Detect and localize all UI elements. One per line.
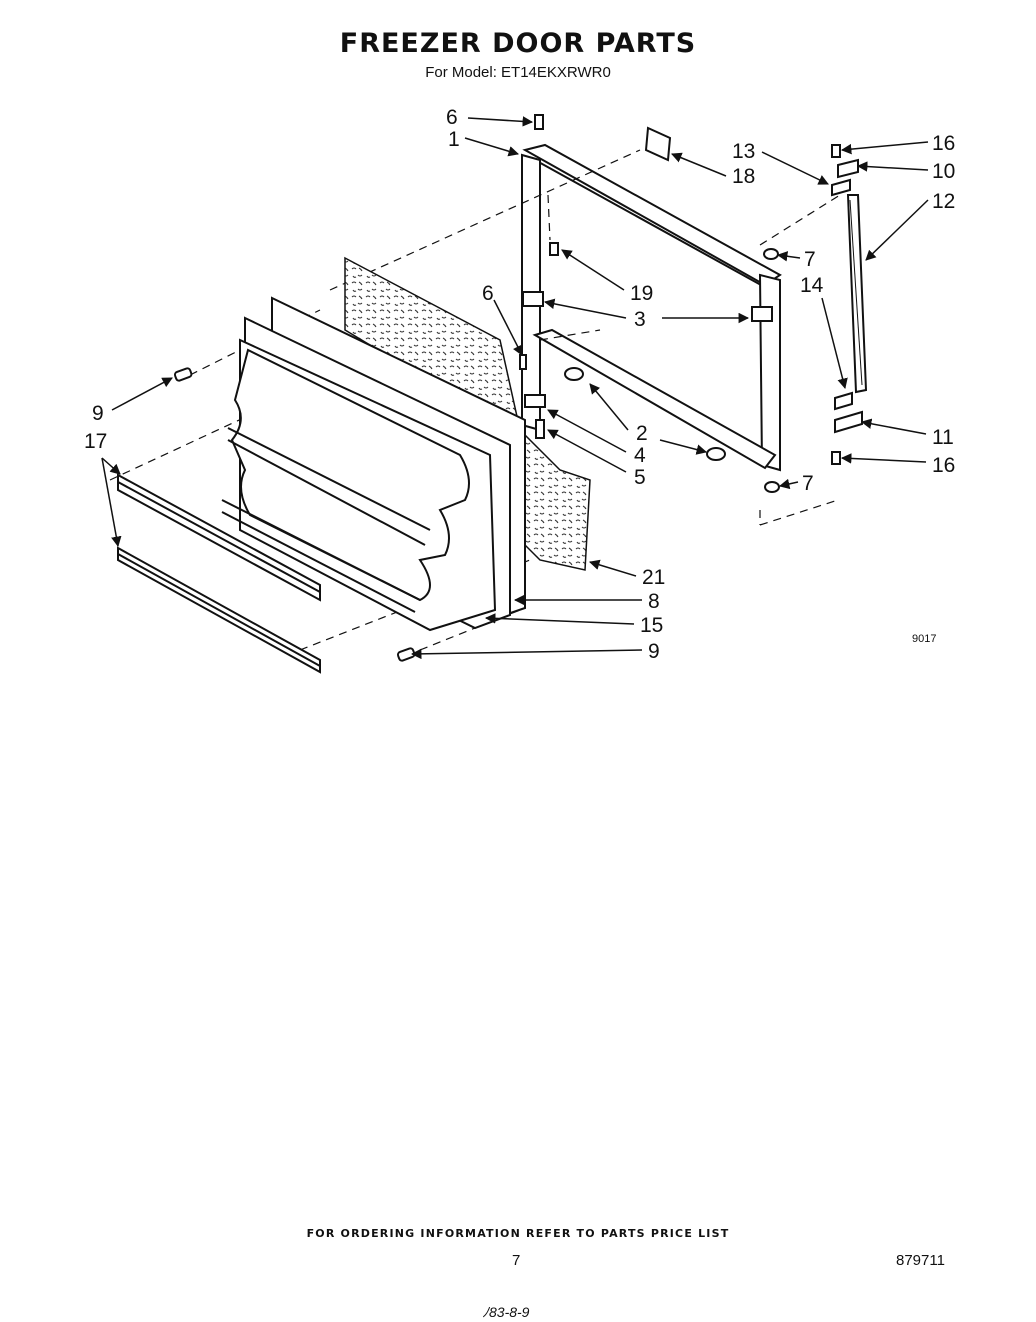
diagram-code: 9017 [912,633,936,645]
callout-1: 1 [448,128,460,151]
callout-17: 17 [84,430,107,453]
callout-19: 19 [630,282,653,305]
callout-9-bottom: 9 [648,640,660,663]
handle-assembly [831,144,868,465]
callout-6-top: 6 [446,106,458,129]
callout-leader-lines [101,116,929,660]
callout-13: 13 [732,140,755,163]
document-number: 879711 [896,1252,945,1269]
callout-numbers: 6 1 13 18 16 10 12 7 19 14 6 3 9 17 2 4 … [84,106,955,663]
callout-11: 11 [932,426,954,449]
door-panel [221,296,526,632]
callout-7-bottom: 7 [802,472,814,495]
callout-6-mid: 6 [482,282,494,305]
ordering-note: FOR ORDERING INFORMATION REFER TO PARTS … [306,1227,730,1240]
page-number: 7 [512,1252,521,1269]
liner-frame [519,114,782,493]
model-subtitle: For Model: ET14EKXRWR0 [425,64,611,81]
callout-10: 10 [932,160,955,183]
callout-21: 21 [642,566,665,589]
callout-16-bottom: 16 [932,454,955,477]
callout-3: 3 [634,308,646,331]
callout-15: 15 [640,614,663,637]
handwritten-scribble: ﾉ83-8-9 [482,1304,530,1320]
callout-12: 12 [932,190,955,213]
callout-2: 2 [636,422,648,445]
callout-5: 5 [634,466,646,489]
callout-18: 18 [732,165,755,188]
callout-4: 4 [634,444,646,467]
callout-16-top: 16 [932,132,955,155]
callout-14: 14 [800,274,824,297]
callout-7-top: 7 [804,248,816,271]
door-stop-pins [173,367,416,662]
door-shelves [117,473,321,674]
page-title: FREEZER DOOR PARTS [339,28,697,59]
callout-9-left: 9 [92,402,104,425]
callout-8: 8 [648,590,660,613]
